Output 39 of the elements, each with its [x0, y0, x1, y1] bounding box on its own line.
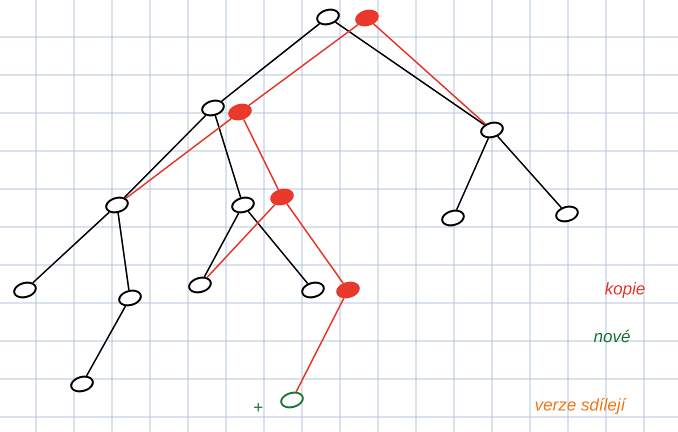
- tree-edge: [295, 298, 345, 392]
- plus-sign: +: [254, 403, 262, 412]
- tree-edge: [86, 306, 126, 376]
- tree-edge: [242, 118, 280, 190]
- note-text: nové: [594, 330, 630, 342]
- tree-node: [301, 282, 325, 298]
- tree-edge: [206, 204, 276, 278]
- tree-node: [70, 376, 94, 392]
- tree-node: [188, 276, 212, 294]
- copied-node: [336, 282, 360, 298]
- tree-edge: [286, 203, 344, 284]
- tree-node: [316, 8, 340, 26]
- tree-edge: [125, 118, 232, 199]
- tree-edge: [117, 212, 130, 290]
- tree-edge: [335, 22, 485, 126]
- tree-edge: [456, 138, 490, 210]
- note-text: verze sdílejí: [536, 398, 627, 414]
- tree-edge: [214, 115, 242, 198]
- tree-node: [480, 122, 504, 138]
- new-node: [280, 392, 304, 408]
- tree-edge: [204, 212, 240, 278]
- tree-node: [441, 210, 465, 226]
- copied-node: [270, 188, 294, 206]
- note-text: kopie: [604, 282, 645, 298]
- tree-edge: [497, 136, 562, 208]
- tree-node: [105, 196, 129, 214]
- tree-edge: [124, 114, 206, 198]
- copied-node: [228, 104, 252, 120]
- tree-edge: [248, 24, 359, 106]
- tree-edge: [221, 23, 320, 102]
- tree-edge: [32, 212, 110, 284]
- tree-node: [118, 290, 142, 306]
- copied-node: [355, 10, 379, 26]
- tree-node: [555, 206, 579, 222]
- tree-node: [231, 196, 255, 214]
- tree-edge: [248, 211, 308, 284]
- tree-edge: [373, 23, 486, 125]
- tree-node: [201, 100, 225, 116]
- tree-node: [13, 282, 37, 298]
